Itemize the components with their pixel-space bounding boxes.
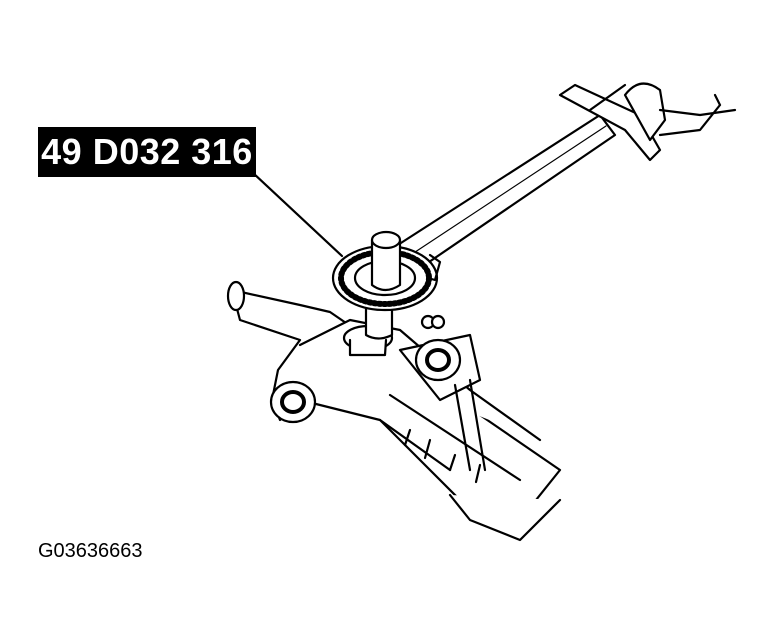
figure-id: G03636663 <box>38 540 143 562</box>
leader-line <box>250 170 344 258</box>
torque-dial <box>331 230 442 312</box>
rack-housing <box>226 280 562 542</box>
torque-wrench <box>388 82 737 277</box>
tool-number-label: 49 D032 316 <box>38 127 256 177</box>
